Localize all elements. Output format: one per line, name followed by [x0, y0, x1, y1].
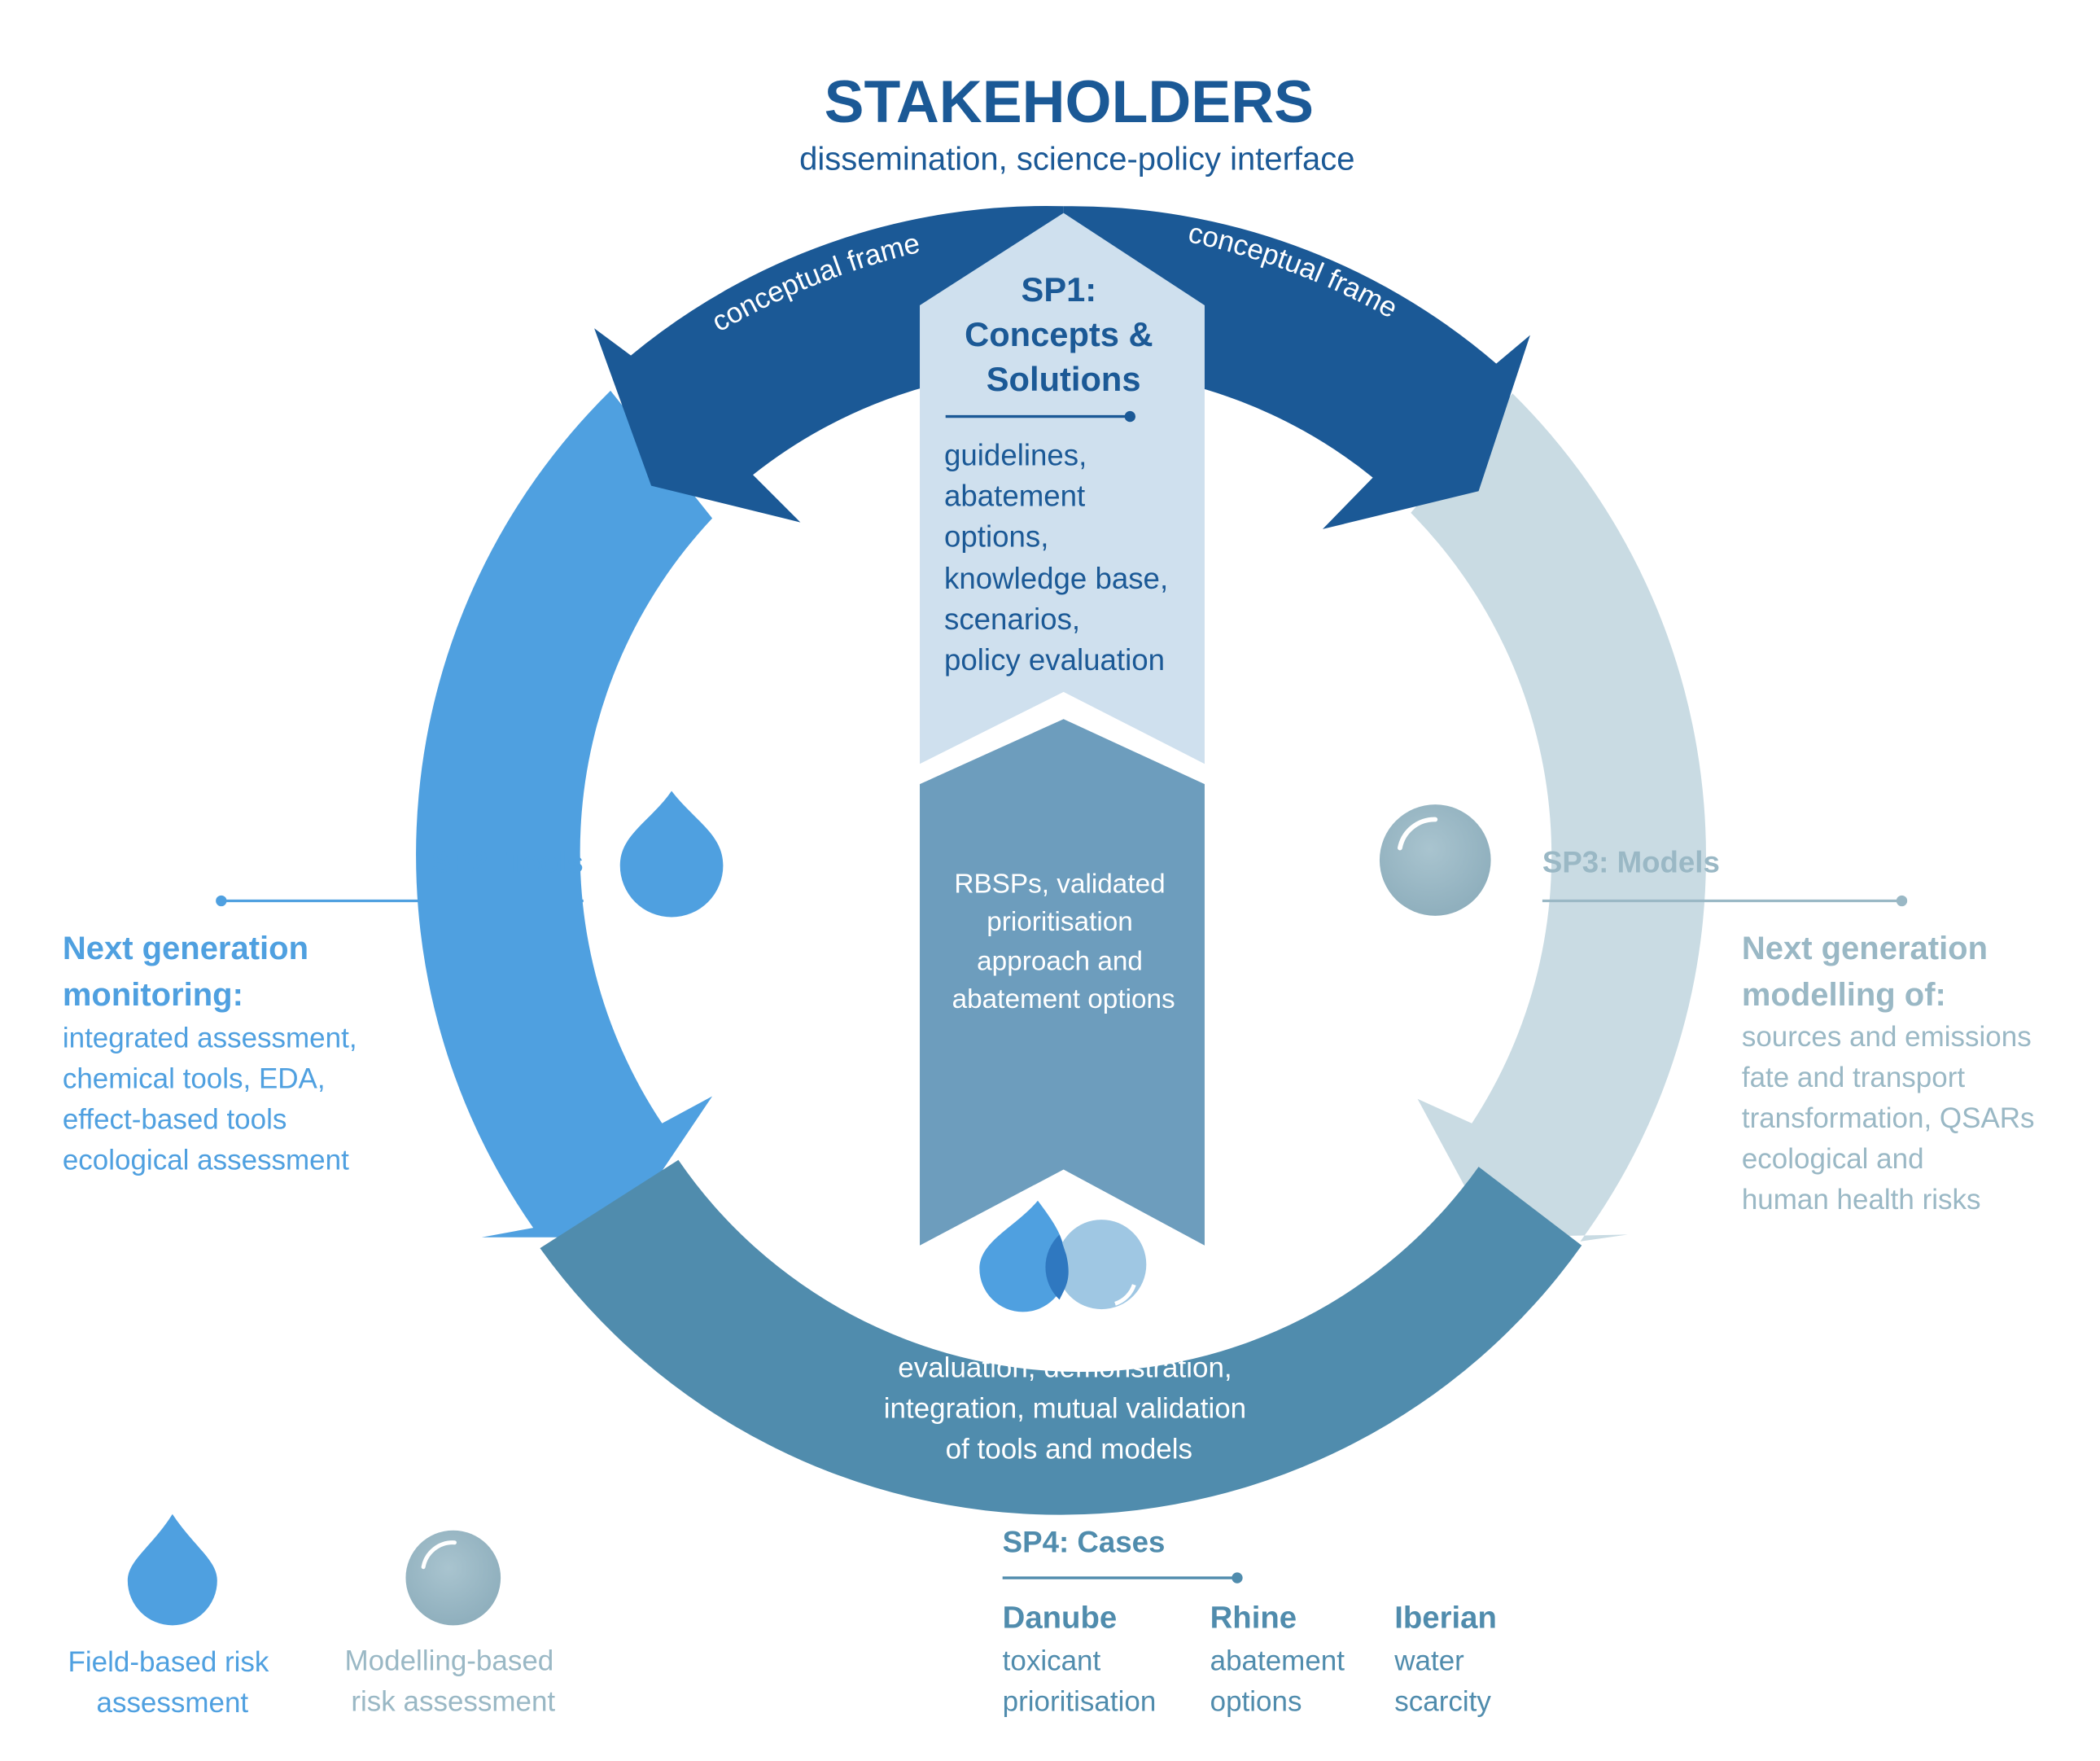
sp3-items: sources and emissions fate and transport… — [1742, 1021, 2042, 1216]
case-rhine-desc: abatement options — [1210, 1645, 1353, 1717]
sp4-title: SP4: Cases — [1003, 1525, 1166, 1558]
combined-overlap — [1045, 1234, 1069, 1300]
bottom-band-text: evaluation, demonstration, integration, … — [884, 1351, 1254, 1465]
sp2-arc — [416, 390, 713, 1238]
legend-field-label: Field-based risk assessment — [68, 1646, 277, 1719]
sp2-divider-dot — [216, 895, 227, 907]
sp4-band — [540, 1159, 1582, 1515]
sp3-heading: Next generation modelling of: — [1742, 931, 1997, 1013]
combined-bubble-highlight — [1114, 1284, 1136, 1306]
sp1-title: SP1: Concepts & Solutions — [965, 270, 1162, 398]
page-title: STAKEHOLDERS — [825, 68, 1314, 135]
sp3-divider-dot — [1896, 895, 1908, 907]
page-subtitle: dissemination, science-policy interface — [799, 141, 1354, 177]
conceptual-frame-right-arrow — [1063, 206, 1530, 529]
sp2-items: integrated assessment, chemical tools, E… — [63, 1022, 365, 1176]
legend-model-label: Modelling-based risk assessment — [345, 1645, 562, 1717]
combined-bubble-icon — [1057, 1220, 1147, 1310]
sp1-items: guidelines, abatement options, knowledge… — [944, 439, 1176, 677]
sp2-drop-icon — [619, 791, 724, 918]
sp1-lower-text: RBSPs, validated prioritisation approach… — [952, 869, 1175, 1014]
sp3-bubble-highlight — [1398, 817, 1438, 851]
case-rhine-name: Rhine — [1210, 1601, 1297, 1636]
legend-model-bubble-highlight — [421, 1540, 457, 1570]
sp3-arc — [1411, 393, 1707, 1242]
case-iberian-name: Iberian — [1394, 1601, 1497, 1636]
case-danube-name: Danube — [1003, 1601, 1118, 1636]
case-iberian-desc: water scarcity — [1393, 1645, 1491, 1717]
sp2-heading: Next generation monitoring: — [63, 931, 317, 1013]
legend-model-bubble-icon — [405, 1530, 501, 1626]
legend-field-drop-icon — [127, 1513, 217, 1626]
sp1-upper-chevron — [920, 212, 1205, 764]
conceptual-frame-left-arrow — [594, 206, 1064, 523]
sp3-title: SP3: Models — [1542, 846, 1720, 879]
sp1-divider-dot — [1124, 410, 1135, 423]
sp2-title: SP2: Tools — [431, 846, 584, 879]
combined-drop-icon — [979, 1200, 1066, 1312]
case-danube-desc: toxicant prioritisation — [1003, 1645, 1157, 1717]
sp1-lower-chevron — [920, 719, 1205, 1246]
sp4-divider-dot — [1232, 1572, 1243, 1584]
